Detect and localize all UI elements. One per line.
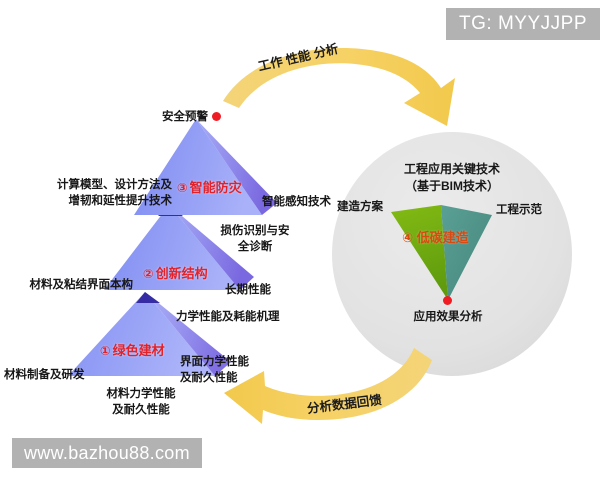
cone-right-label: 工程示范 bbox=[496, 204, 542, 216]
cone-graphic bbox=[391, 205, 492, 300]
cone-left-label: 建造方案 bbox=[337, 201, 383, 213]
cone-name: 低碳建造 bbox=[416, 230, 469, 245]
cone-label: ④ 低碳建造 bbox=[402, 227, 469, 246]
circle-heading-line1: 工程应用关键技术 bbox=[403, 162, 500, 176]
tier-1-below-label-line1: 材料力学性能 bbox=[106, 388, 176, 400]
tier-3-left-label-line1: 计算模型、设计方法及 bbox=[57, 179, 172, 191]
tier-1-left-label: 材料制备及研发 bbox=[4, 369, 85, 381]
cone-index: ④ bbox=[402, 230, 414, 245]
tier-1-index: ① bbox=[100, 344, 111, 358]
pyramid-tier-3 bbox=[134, 119, 277, 215]
watermark-bottom-left: www.bazhou88.com bbox=[12, 438, 202, 468]
tier-3-below-label-line1: 损伤识别与安 bbox=[220, 225, 290, 237]
tier-3-left-label-line2: 增韧和延性提升技术 bbox=[68, 195, 173, 207]
cone-bottom-dot bbox=[443, 296, 452, 305]
apex-dot bbox=[212, 112, 221, 121]
tier-1-right-label-line2: 及耐久性能 bbox=[180, 372, 238, 384]
tier-2-right-label: 长期性能 bbox=[225, 284, 271, 296]
tier-3-below-label-line2: 全诊断 bbox=[237, 241, 273, 253]
tier-1-right-label-line1: 界面力学性能 bbox=[180, 356, 249, 368]
tier-1-name: 绿色建材 bbox=[112, 343, 165, 358]
bottom-arrow bbox=[224, 348, 432, 424]
circle-heading-line2: （基于BIM技术） bbox=[405, 179, 499, 193]
tier-2-left-label: 材料及粘结界面本构 bbox=[29, 279, 134, 291]
tier-3-right-label: 智能感知技术 bbox=[262, 196, 331, 208]
tier-1-below-label-line2: 及耐久性能 bbox=[112, 404, 170, 416]
pyramid-tier-1 bbox=[68, 292, 231, 376]
tier-3-name: 智能防灾 bbox=[189, 180, 242, 195]
watermark-top-right: TG: MYYJJPP bbox=[446, 8, 600, 40]
circle-bottom-label: 应用效果分析 bbox=[413, 311, 483, 323]
tier-2-index: ② bbox=[143, 267, 154, 281]
tier-3-index: ③ bbox=[177, 181, 188, 195]
tier-2-below-label: 力学性能及耗能机理 bbox=[176, 311, 280, 323]
tier-2-name: 创新结构 bbox=[155, 266, 208, 281]
apex-label: 安全预警 bbox=[162, 111, 208, 123]
top-arrow bbox=[223, 48, 455, 126]
